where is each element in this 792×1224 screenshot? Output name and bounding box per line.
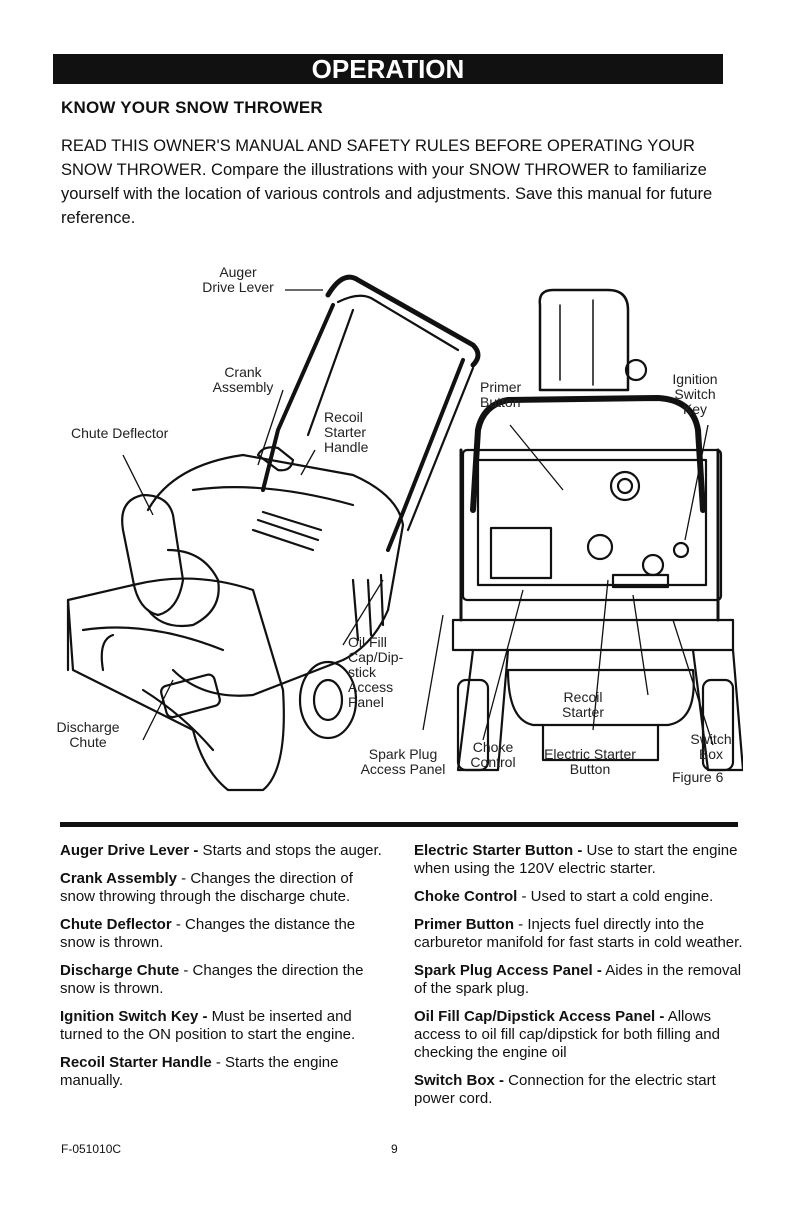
definitions-left-column: Auger Drive Lever - Starts and stops the… (60, 842, 390, 1100)
figure-caption: Figure 6 (672, 769, 724, 785)
definitions-right-column: Electric Starter Button - Use to start t… (414, 842, 744, 1118)
definition-item: Chute Deflector - Changes the distance t… (60, 916, 390, 952)
intro-paragraph: READ THIS OWNER'S MANUAL AND SAFETY RULE… (61, 137, 713, 227)
definition-term: Discharge Chute (60, 962, 180, 979)
definition-term: Switch Box - (414, 1072, 505, 1089)
definition-term: Primer Button (414, 916, 515, 933)
definition-item: Primer Button - Injects fuel directly in… (414, 916, 744, 952)
definition-text: - Starts the engine manually. (60, 1054, 339, 1089)
definition-term: Chute Deflector (60, 916, 172, 933)
definition-term: Spark Plug Access Panel - (414, 962, 602, 979)
definition-term: Electric Starter Button - (414, 842, 583, 859)
section-banner: OPERATION (53, 54, 723, 84)
definition-item: Choke Control - Used to start a cold eng… (414, 888, 744, 906)
definition-text: Use to start the engine when using the 1… (414, 842, 738, 877)
definition-term: Oil Fill Cap/Dipstick Access Panel - (414, 1008, 665, 1025)
definition-item: Oil Fill Cap/Dipstick Access Panel - All… (414, 1008, 744, 1062)
snow-thrower-figure: Auger Drive Lever Crank Assembly Chute D… (53, 250, 743, 815)
definition-term: Auger Drive Lever - (60, 842, 199, 859)
definition-term: Choke Control (414, 888, 518, 905)
label-choke-control: Choke Control (470, 739, 516, 770)
section-divider (60, 822, 738, 827)
label-electric-starter-button: Electric Starter Button (544, 746, 636, 777)
definition-item: Crank Assembly - Changes the direction o… (60, 870, 390, 906)
definition-text: - Changes the direction of snow throwing… (60, 870, 353, 905)
definition-text: Starts and stops the auger. (198, 842, 382, 859)
document-code: F-051010C (61, 1142, 122, 1156)
definition-text: Connection for the electric start power … (414, 1072, 716, 1107)
label-ignition-switch-key: Ignition Switch Key (672, 371, 718, 417)
definition-item: Discharge Chute - Changes the direction … (60, 962, 390, 998)
definition-text: Allows access to oil fill cap/dipstick f… (414, 1008, 720, 1061)
definition-text: Must be inserted and turned to the ON po… (60, 1008, 356, 1043)
label-switch-box: Switch Box (690, 731, 732, 762)
definition-text: - Used to start a cold engine. (517, 888, 714, 905)
definition-item: Ignition Switch Key - Must be inserted a… (60, 1008, 390, 1044)
label-discharge-chute: Discharge Chute (56, 719, 120, 750)
page-number: 9 (391, 1142, 398, 1156)
definition-item: Switch Box - Connection for the electric… (414, 1072, 744, 1108)
definition-term: Crank Assembly (60, 870, 177, 887)
definition-text: - Injects fuel directly into the carbure… (414, 916, 743, 951)
label-crank-assembly: Crank Assembly (212, 364, 274, 395)
definition-item: Recoil Starter Handle - Starts the engin… (60, 1054, 390, 1090)
definition-text: Aides in the removal of the spark plug. (414, 962, 742, 997)
section-heading: KNOW YOUR SNOW THROWER (61, 98, 323, 117)
definition-item: Spark Plug Access Panel - Aides in the r… (414, 962, 744, 998)
definition-item: Electric Starter Button - Use to start t… (414, 842, 744, 878)
definition-term: Recoil Starter Handle (60, 1054, 212, 1071)
definition-term: Ignition Switch Key - (60, 1008, 208, 1025)
label-primer-button: Primer Button (480, 379, 522, 410)
definition-item: Auger Drive Lever - Starts and stops the… (60, 842, 390, 860)
label-recoil-starter-handle: Recoil Starter Handle (324, 409, 369, 455)
label-auger-drive-lever: Auger Drive Lever (202, 264, 274, 295)
definition-text: - Changes the direction the snow is thro… (60, 962, 364, 997)
definition-text: - Changes the distance the snow is throw… (60, 916, 356, 951)
label-spark-plug-panel: Spark Plug Access Panel (360, 746, 446, 777)
label-chute-deflector: Chute Deflector (71, 425, 169, 441)
snow-thrower-illustration (66, 274, 743, 792)
label-oil-fill-panel: Oil Fill Cap/Dip- stick Access Panel (348, 634, 404, 710)
label-recoil-starter: Recoil Starter (561, 689, 604, 720)
